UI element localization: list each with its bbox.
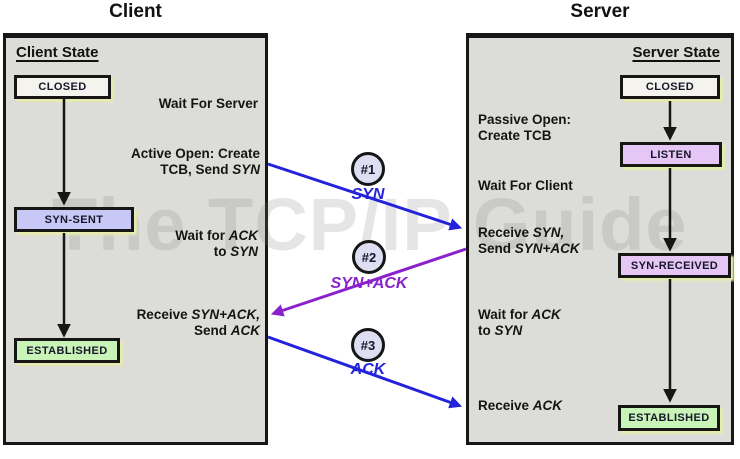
message-2-badge: #2 bbox=[352, 240, 386, 274]
client-panel bbox=[3, 33, 268, 445]
server-state-syn-received: SYN-RECEIVED bbox=[618, 253, 731, 278]
message-2-number: #2 bbox=[361, 249, 377, 265]
message-2-label: SYN+ACK bbox=[330, 275, 408, 292]
message-1-badge: #1 bbox=[351, 152, 385, 186]
client-state-closed: CLOSED bbox=[14, 75, 111, 99]
client-note-receive-synack: Receive SYN+ACK,Send ACK bbox=[136, 307, 260, 338]
server-state-established: ESTABLISHED bbox=[618, 405, 720, 431]
server-note-passive-open: Passive Open:Create TCB bbox=[478, 112, 572, 143]
client-state-header: Client State bbox=[16, 44, 99, 61]
client-title: Client bbox=[109, 1, 162, 22]
client-note-wait-for-server: Wait For Server bbox=[158, 96, 258, 111]
server-note-wait-for-client: Wait For Client bbox=[478, 178, 573, 193]
server-panel bbox=[466, 33, 734, 445]
message-3-number: #3 bbox=[360, 337, 376, 353]
server-title: Server bbox=[570, 1, 630, 22]
client-state-established: ESTABLISHED bbox=[14, 338, 120, 363]
message-3-badge: #3 bbox=[351, 328, 385, 362]
server-state-closed: CLOSED bbox=[620, 75, 720, 99]
client-state-syn-sent: SYN-SENT bbox=[14, 207, 134, 232]
message-1-label: SYN bbox=[351, 186, 385, 203]
message-1-number: #1 bbox=[360, 161, 376, 177]
message-3-label: ACK bbox=[350, 361, 386, 378]
server-note-receive-syn: Receive SYN,Send SYN+ACK bbox=[478, 225, 580, 256]
server-state-listen: LISTEN bbox=[620, 142, 722, 167]
server-state-header: Server State bbox=[632, 44, 720, 61]
server-note-receive-ack: Receive ACK bbox=[478, 398, 563, 413]
